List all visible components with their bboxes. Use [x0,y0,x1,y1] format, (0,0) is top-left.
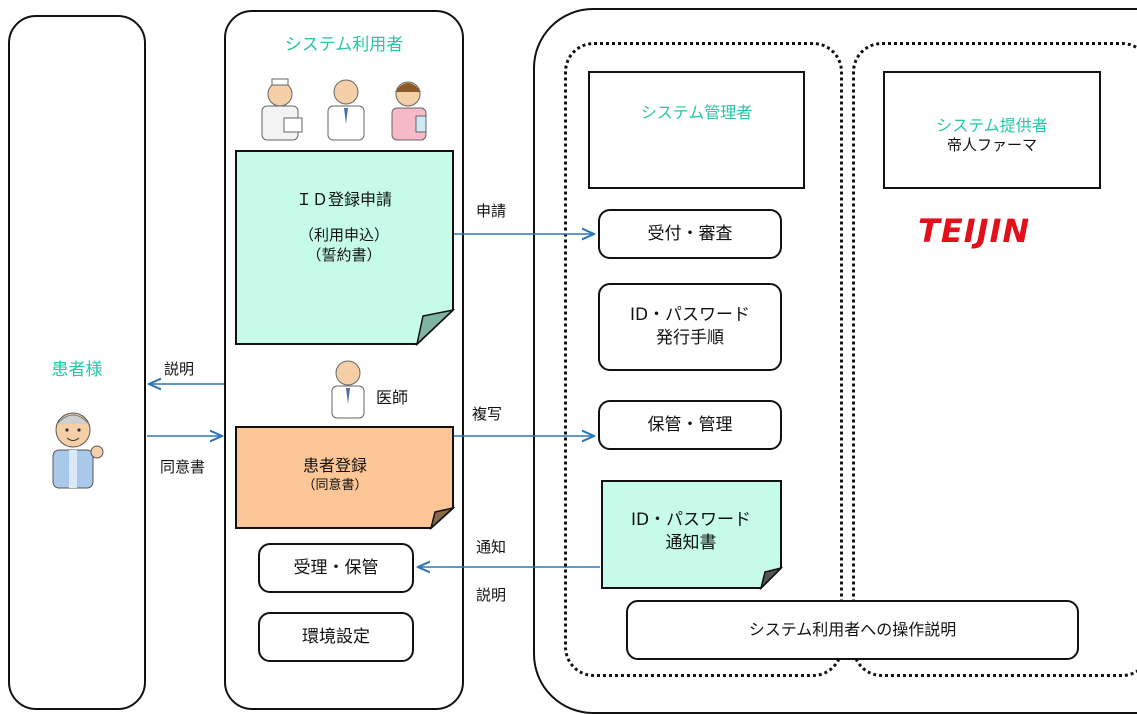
system-provider-box [883,71,1101,189]
teijin-logo: TEIJIN [918,212,1031,250]
id-application-line2: （誓約書） [306,246,382,264]
medical-staff-illustration [261,78,427,141]
patient-lane [8,15,146,710]
patient-registration-sub: （同意書） [302,478,368,493]
id-password-issue-line1: ID・パスワード [629,305,751,326]
reception-review-box: 受付・審査 [598,209,782,259]
receipt-storage-box: 受理・保管 [258,543,414,593]
id-password-issue-line2: 発行手順 [656,328,724,348]
patient-title: 患者様 [51,360,103,380]
label-apply: 申請 [476,202,507,220]
operation-explanation-box: システム利用者への操作説明 [626,600,1079,660]
environment-settings-box: 環境設定 [258,612,414,662]
label-notify: 通知 [476,538,507,556]
label-explain: 説明 [164,360,195,378]
label-consent: 同意書 [160,458,206,476]
provider-company: 帝人ファーマ [946,136,1037,154]
label-copy: 複写 [472,405,503,423]
id-application-title: ＩＤ登録申請 [295,190,392,209]
label-explain-2: 説明 [476,586,507,604]
system-admin-box [588,71,805,189]
id-password-issue-box: ID・パスワード 発行手順 [598,283,782,371]
id-password-notice-line1: ID・パスワード [630,510,752,530]
id-application-line1: （利用申込） [298,226,389,244]
patient-registration-title: 患者登録 [302,456,367,475]
admin-dotted-area [564,42,843,677]
system-provider-title: システム提供者 [936,116,1048,135]
provider-dotted-area [852,42,1137,677]
elderly-patient-illustration [52,412,104,489]
system-admin-title: システム管理者 [640,103,753,122]
id-password-notice-line2: 通知書 [665,533,717,553]
doctor-illustration [331,360,365,419]
system-user-title: システム利用者 [284,35,404,55]
id-password-notice-note [601,480,783,590]
id-application-note [235,150,455,346]
patient-registration-note [235,426,455,530]
storage-management-box: 保管・管理 [598,400,782,450]
doctor-label: 医師 [376,388,409,407]
